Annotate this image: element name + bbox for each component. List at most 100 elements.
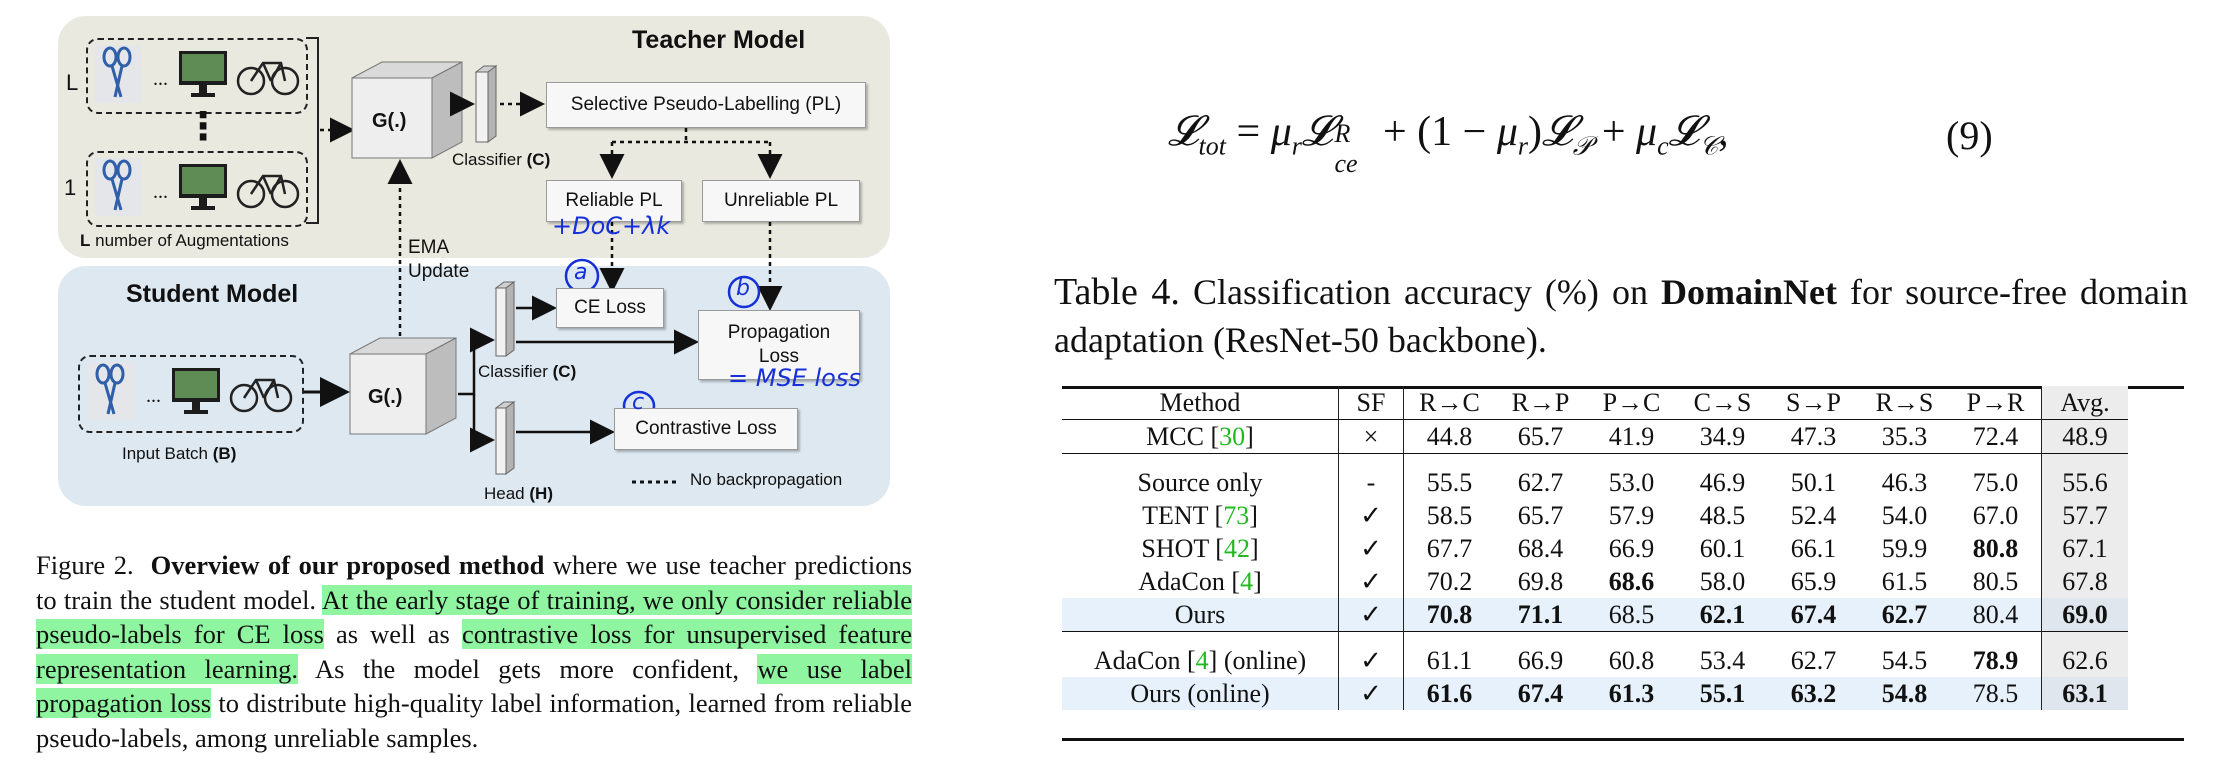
cell-value: 67.1 [2062,533,2108,563]
method-citation[interactable]: [42] [1208,533,1259,563]
citation-number[interactable]: 42 [1223,533,1250,563]
equation-number: (9) [1946,113,1993,158]
handwritten-c: c [632,390,645,415]
augmentation-caption: L number of Augmentations [80,231,289,251]
value-cell: 47.3 [1768,420,1859,454]
method-citation[interactable]: [73] [1208,500,1258,530]
input-batch-symbol: (B) [212,444,237,463]
cell-value: 72.4 [1972,421,2019,451]
student-encoder-cube [349,337,457,435]
cell-value: 78.9 [1972,645,2019,675]
scissors-monitor-bicycle-icons: ... [88,362,293,420]
value-cell: 65.9 [1768,565,1859,598]
method-suffix: (online) [1217,645,1307,675]
value-cell: 58.5 [1404,499,1496,532]
header-avg: Avg. [2041,386,2128,420]
header-p-r: P→R [1966,387,2025,417]
method-cell: MCC [30] [1062,419,1339,454]
header-r-p: R→P [1511,387,1570,417]
header-r-s: R→S [1875,387,1934,417]
results-table: Method SF R→C R→P P→C C→S S→P R→S P→R Av… [1062,386,2128,710]
value-cell: 46.9 [1677,466,1768,499]
avg-cell: 57.7 [2041,499,2128,532]
header-s-p: S→P [1786,387,1841,417]
value-cell: 68.4 [1495,532,1586,565]
value-cell: 78.5 [1950,677,2042,710]
method-name: Ours (online) [1130,678,1270,708]
method-name: TENT [1142,500,1209,530]
sf-cell: ✓ [1338,598,1404,632]
separator-cell [1338,631,1404,644]
value-cell: 66.9 [1586,532,1677,565]
separator-cell [1404,632,1496,645]
cell-value: 66.9 [1517,645,1564,675]
cell-value: 80.5 [1972,566,2019,596]
value-cell: 70.8 [1403,598,1495,632]
student-classifier-symbol: (C) [552,362,577,381]
sf-cell: - [1338,466,1404,499]
sf-cell: ✓ [1338,677,1404,710]
cell-value: 75.0 [1972,467,2019,497]
contrastive-loss-box: Contrastive Loss [614,408,798,450]
cell-value: 68.4 [1517,533,1564,563]
cell-value: 67.7 [1426,533,1473,563]
separator-cell [1950,454,2042,467]
value-cell: 62.7 [1768,644,1859,677]
value-cell: 67.4 [1768,598,1859,632]
citation-number[interactable]: 4 [1195,645,1209,675]
augmentation-group-l [86,38,308,114]
separator-cell [2041,631,2128,644]
thumbnail-row-top: ... [95,45,301,110]
value-cell: 61.5 [1859,565,1950,598]
cell-value: 68.5 [1608,599,1655,629]
cell-value: 46.9 [1699,467,1746,497]
method-citation[interactable]: [4] [1224,566,1262,596]
handwritten-mse-note: = MSE loss [728,364,861,392]
separator-cell [1950,632,2042,645]
citation-number[interactable]: 30 [1219,421,1246,451]
cell-value: 60.8 [1608,645,1655,675]
citation-number[interactable]: 73 [1223,500,1250,530]
cell-value: 66.9 [1608,533,1655,563]
group-separator [1062,453,2128,467]
input-batch-label: Input Batch (B) [122,444,236,464]
thumbnail-row-input: ... [88,362,294,427]
method-name: SHOT [1141,533,1209,563]
method-cell: Ours (online) [1062,677,1339,710]
value-cell: 67.7 [1404,532,1496,565]
value-cell: 53.4 [1677,644,1768,677]
caption-text-4: to distribute high-quality label informa… [36,688,913,753]
scissors-monitor-bicycle-icons: ... [95,45,300,103]
augmentation-count-1: 1 [64,175,77,200]
value-cell: 60.1 [1677,532,1768,565]
cell-value: 53.4 [1699,645,1746,675]
method-citation[interactable]: [30] [1203,421,1254,451]
sf-cell: ✓ [1338,565,1404,598]
value-cell: 80.4 [1950,598,2042,632]
student-model-title: Student Model [126,280,299,308]
method-citation[interactable]: [4] [1180,645,1218,675]
value-cell: 35.3 [1859,420,1950,454]
value-cell: 53.0 [1586,466,1677,499]
separator-cell [1677,454,1768,467]
separator-cell [1859,454,1950,467]
sf-cell: × [1338,419,1404,454]
value-cell: 78.9 [1950,644,2042,677]
separator-cell [1677,632,1768,645]
value-cell: 62.7 [1859,598,1950,632]
citation-number[interactable]: 4 [1240,566,1254,596]
value-cell: 72.4 [1950,420,2042,454]
handwritten-doc-note: +DoC+λk [552,212,671,240]
sf-cell: ✓ [1338,644,1404,677]
cell-value: 63.2 [1790,678,1837,708]
value-cell: 55.1 [1677,677,1768,710]
svg-text:...: ... [153,68,168,90]
separator-cell [1768,632,1859,645]
value-cell: 59.9 [1859,532,1950,565]
teacher-classifier-symbol: (C) [526,150,551,169]
cell-value: 48.5 [1699,500,1746,530]
separator-cell [1586,454,1677,467]
cell-value: 69.8 [1517,566,1564,596]
